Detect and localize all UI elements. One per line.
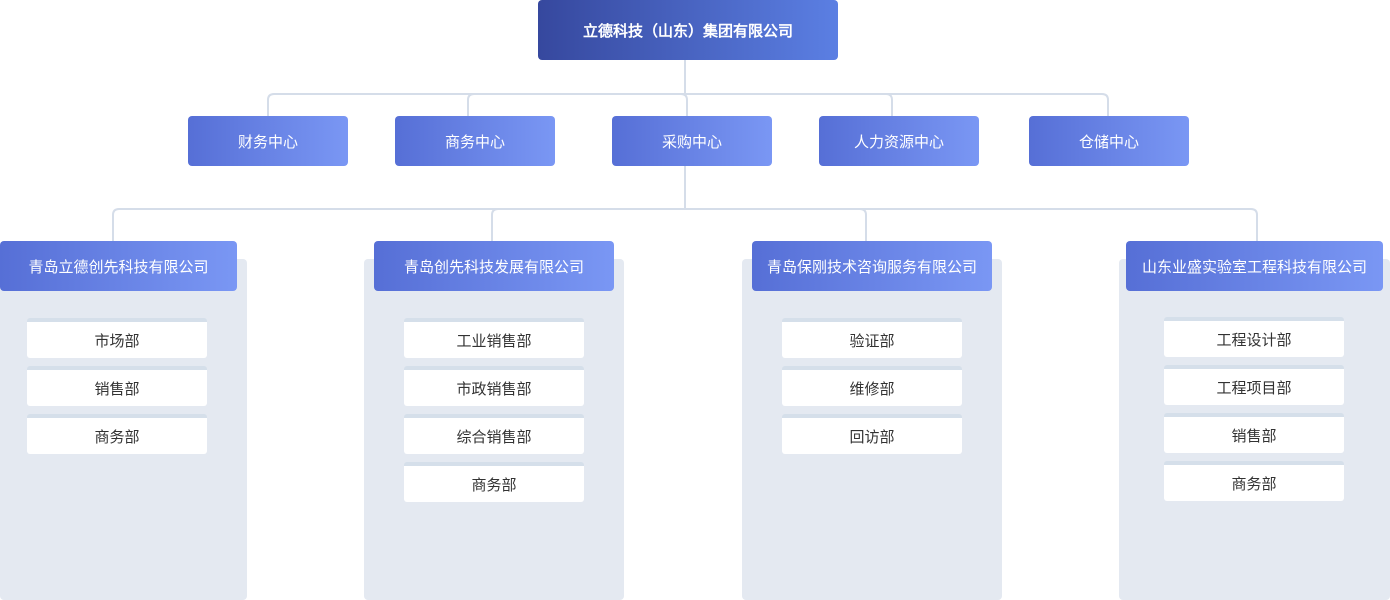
center-commerce-node: 商务中心 xyxy=(395,116,555,166)
company-4-node: 山东业盛实验室工程科技有限公司 xyxy=(1126,241,1383,291)
company-4-dept-3: 销售部 xyxy=(1164,413,1344,453)
company-3-dept-2: 维修部 xyxy=(782,366,962,406)
connector-companies-bus xyxy=(112,208,1258,241)
company-3-dept-3: 回访部 xyxy=(782,414,962,454)
company-4-dept-4: 商务部 xyxy=(1164,461,1344,501)
center-finance-node: 财务中心 xyxy=(188,116,348,166)
connector-center-2 xyxy=(467,93,475,116)
connector-center-3 xyxy=(680,93,688,116)
company-1-dept-1: 市场部 xyxy=(27,318,207,358)
company-2-dept-1: 工业销售部 xyxy=(404,318,584,358)
connector-center-4 xyxy=(885,93,893,116)
company-4-dept-1: 工程设计部 xyxy=(1164,317,1344,357)
company-2-dept-4: 商务部 xyxy=(404,462,584,502)
center-procurement-node: 采购中心 xyxy=(612,116,772,166)
connector-company-2 xyxy=(491,208,499,241)
company-2-node: 青岛创先科技发展有限公司 xyxy=(374,241,614,291)
company-1-node: 青岛立德创先科技有限公司 xyxy=(0,241,237,291)
company-1-dept-3: 商务部 xyxy=(27,414,207,454)
company-4-dept-2: 工程项目部 xyxy=(1164,365,1344,405)
connector-company-3 xyxy=(859,208,867,241)
root-company-node: 立德科技（山东）集团有限公司 xyxy=(538,0,838,60)
company-2-dept-3: 综合销售部 xyxy=(404,414,584,454)
center-hr-node: 人力资源中心 xyxy=(819,116,979,166)
company-1-dept-2: 销售部 xyxy=(27,366,207,406)
company-2-dept-2: 市政销售部 xyxy=(404,366,584,406)
company-3-node: 青岛保刚技术咨询服务有限公司 xyxy=(752,241,992,291)
connector-centers-bus xyxy=(267,93,1109,116)
center-warehouse-node: 仓储中心 xyxy=(1029,116,1189,166)
company-3-dept-1: 验证部 xyxy=(782,318,962,358)
